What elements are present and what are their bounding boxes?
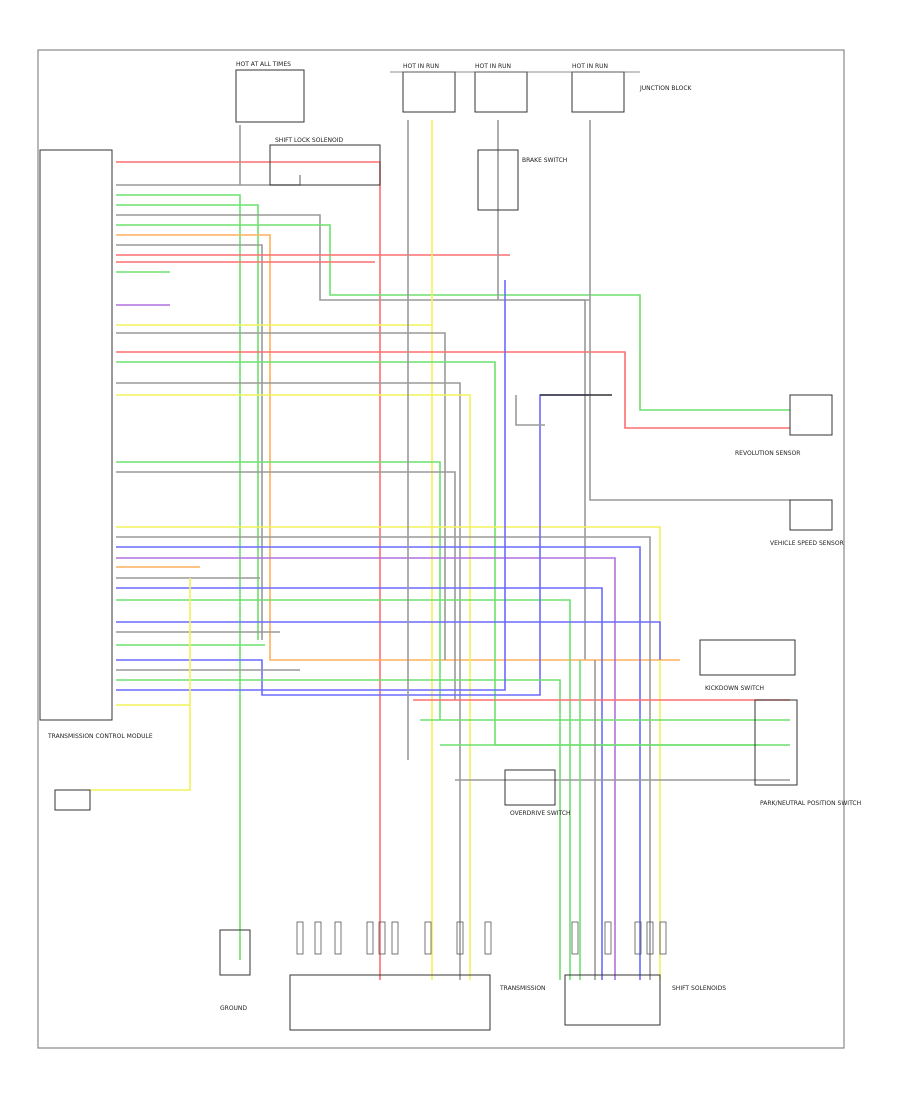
wire-green-3 [116,204,259,640]
control-module: TRANSMISSION CONTROL MODULE [39,149,153,740]
shift-solenoid-label: SHIFT SOLENOIDS [672,985,726,992]
wire-blue-34 [116,280,506,691]
wire-gray-19 [116,471,456,700]
wire-violet-23 [116,557,616,980]
wire-blue-28 [116,621,661,660]
wire-green-15 [116,361,760,746]
wire-red-14 [116,351,790,429]
range-switch-label: PARK/NEUTRAL POSITION SWITCH [760,800,861,807]
wire-green-18 [116,461,441,720]
control-module-label: TRANSMISSION CONTROL MODULE [47,733,153,740]
power-feeds: HOT AT ALL TIMES HOT IN RUN HOT IN RUN H… [235,61,693,123]
wire-yellow-17 [116,394,471,980]
wire-gray-21 [116,536,651,980]
wire-green-2 [116,194,241,960]
overdrive-switch-label: OVERDRIVE SWITCH [510,810,571,817]
range-switch-box [754,699,798,786]
control-module-box [39,149,113,721]
overdrive-switch-box [504,769,556,806]
wire-blue-31 [116,394,590,696]
hot-fuse-label: HOT AT ALL TIMES [236,61,291,68]
wire-yellow-35 [90,578,191,791]
wire-green-27 [116,599,571,980]
shift-solenoid-box [564,974,661,1026]
ground-label: GROUND [220,1005,247,1012]
revolution-sensor-box [789,394,833,436]
wire-gray-13 [116,332,446,660]
connector-stub-10 [604,921,612,955]
wire-gray-1 [116,175,301,186]
kickdown-switch-label: KICKDOWN SWITCH [705,685,764,692]
connector-stub-5 [391,921,399,955]
connector-stub-12 [646,921,654,955]
speed-sensor-box [789,499,833,531]
lower-left-box [54,789,91,811]
hot-run-box-3 [571,71,625,113]
connector-stub-4 [378,921,386,955]
transmission-connector-box [289,974,491,1031]
wire-red-0 [116,161,381,980]
connector-stub-7 [456,921,464,955]
wire-gray-4 [116,214,586,660]
wire-group [90,120,790,980]
wire-gray-45 [589,120,790,501]
brake-switch-box [477,149,519,211]
kickdown-switch-box [699,639,796,676]
hot-run-label-2: HOT IN RUN [475,63,511,70]
wire-gray-16 [116,382,461,980]
shift-lock-solenoid-label: SHIFT LOCK SOLENOID [275,137,344,144]
wire-green-5 [116,224,790,411]
connector-stub-3 [366,921,374,955]
transmission-label: TRANSMISSION [499,985,546,992]
brake-switch-label: BRAKE SWITCH [522,157,567,164]
hot-fuse-box [235,69,305,123]
hot-run-label-1: HOT IN RUN [403,63,439,70]
wire-gray-37 [515,395,545,426]
connector-stub-0 [296,921,304,955]
revolution-sensor-label: REVOLUTION SENSOR [735,450,800,457]
lower-switch-box [219,929,251,976]
connector-stub-6 [424,921,432,955]
connector-stub-11 [634,921,642,955]
connector-stub-9 [571,921,579,955]
components: SHIFT LOCK SOLENOID BRAKE SWITCH REVOLUT… [54,137,861,1031]
wire-gray-7 [116,244,263,640]
junction-block-label: JUNCTION BLOCK [639,85,693,92]
hot-run-box-2 [474,71,528,113]
diagram-frame [37,49,845,1049]
connector-stub-1 [314,921,322,955]
wire-orange-6 [116,234,680,661]
shift-lock-solenoid-box [269,144,381,186]
wire-blue-22 [116,546,641,980]
wire-yellow-12 [116,324,433,980]
wire-blue-26 [116,587,603,980]
hot-run-label-3: HOT IN RUN [572,63,608,70]
connector-stub-8 [484,921,492,955]
hot-run-box-1 [402,71,456,113]
wire-yellow-20 [116,526,661,980]
connector-stub-13 [659,921,667,955]
speed-sensor-label: VEHICLE SPEED SENSOR [770,540,844,547]
connector-stub-2 [334,921,342,955]
wire-green-33 [116,679,561,980]
